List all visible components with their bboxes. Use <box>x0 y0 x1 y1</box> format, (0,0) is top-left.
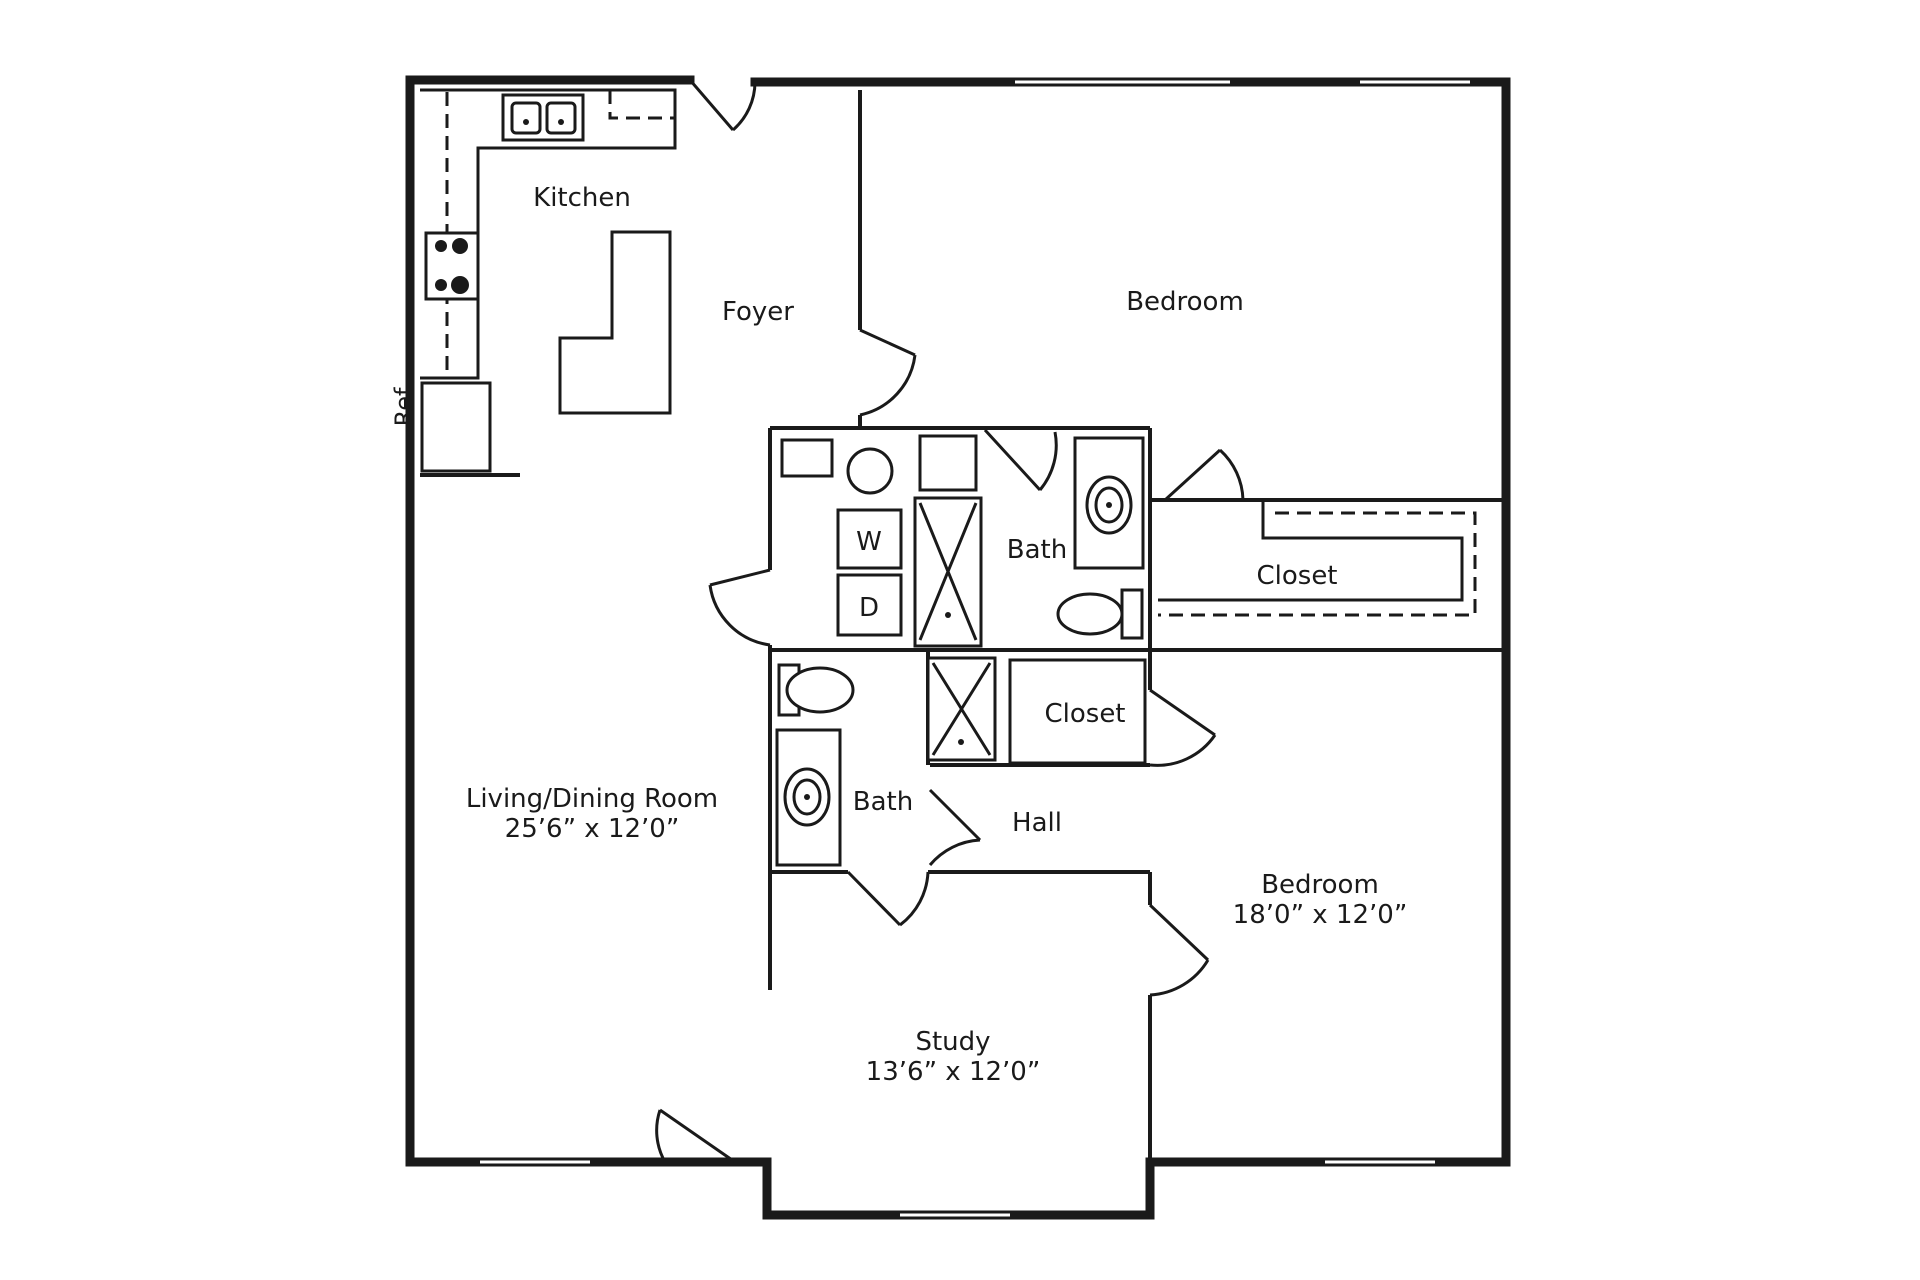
upper-closet-shelving <box>1158 500 1477 617</box>
living-patio-door <box>655 1108 736 1164</box>
washer <box>836 508 903 570</box>
upper-toilet <box>1056 592 1124 636</box>
bedroom-bottom-dims: 18’0” x 12’0” <box>1233 900 1408 930</box>
hall-label: Hall <box>1012 808 1062 838</box>
kitchen-label: Kitchen <box>533 183 631 213</box>
water-heater <box>846 447 894 495</box>
bedroom-bottom-door <box>1148 903 1210 997</box>
burner-icon <box>435 240 447 252</box>
bedroom-bottom-label: Bedroom <box>1261 870 1379 900</box>
closet-lower-label: Closet <box>1044 699 1125 729</box>
living-dims: 25’6” x 12’0” <box>505 814 680 844</box>
study-label: Study <box>915 1027 990 1057</box>
kitchen-island <box>558 230 672 415</box>
entry-door <box>688 79 757 132</box>
bath-lower-label: Bath <box>853 787 913 817</box>
burner-icon <box>435 279 447 291</box>
doors <box>655 79 1245 1164</box>
fridge-label: Ref <box>390 387 418 426</box>
burner-icon <box>452 238 468 254</box>
bath-upper-label: Bath <box>1007 535 1067 565</box>
lower-bath-fixtures <box>775 656 1147 867</box>
upper-closet-door <box>1163 448 1245 502</box>
living-label: Living/Dining Room <box>466 784 718 814</box>
upper-bath-door <box>983 428 1058 492</box>
dryer <box>836 573 903 637</box>
upper-toilet-tank <box>1120 588 1144 640</box>
lower-bath-door <box>846 870 930 927</box>
washer-label: W <box>856 527 882 557</box>
refrigerator <box>420 381 492 473</box>
foyer-label: Foyer <box>722 297 794 327</box>
hall-bath-door <box>928 788 982 866</box>
closet-upper-label: Closet <box>1256 561 1337 591</box>
lower-closet-door <box>1149 688 1217 767</box>
room-labels: Kitchen Foyer Bedroom Bath Closet Closet… <box>466 183 1407 1087</box>
kitchen-fixtures: Ref <box>390 88 677 473</box>
laundry-bath-fixtures: W D <box>780 434 1145 648</box>
bedroom-top-door <box>859 328 917 417</box>
burner-icon <box>451 276 469 294</box>
bedroom-top-label: Bedroom <box>1126 287 1244 317</box>
dryer-label: D <box>859 593 879 623</box>
laundry-door <box>708 568 771 647</box>
study-dims: 13’6” x 12’0” <box>866 1057 1041 1087</box>
windows <box>480 77 1470 1220</box>
lower-closet-box <box>1008 658 1147 765</box>
lower-toilet <box>785 666 855 714</box>
